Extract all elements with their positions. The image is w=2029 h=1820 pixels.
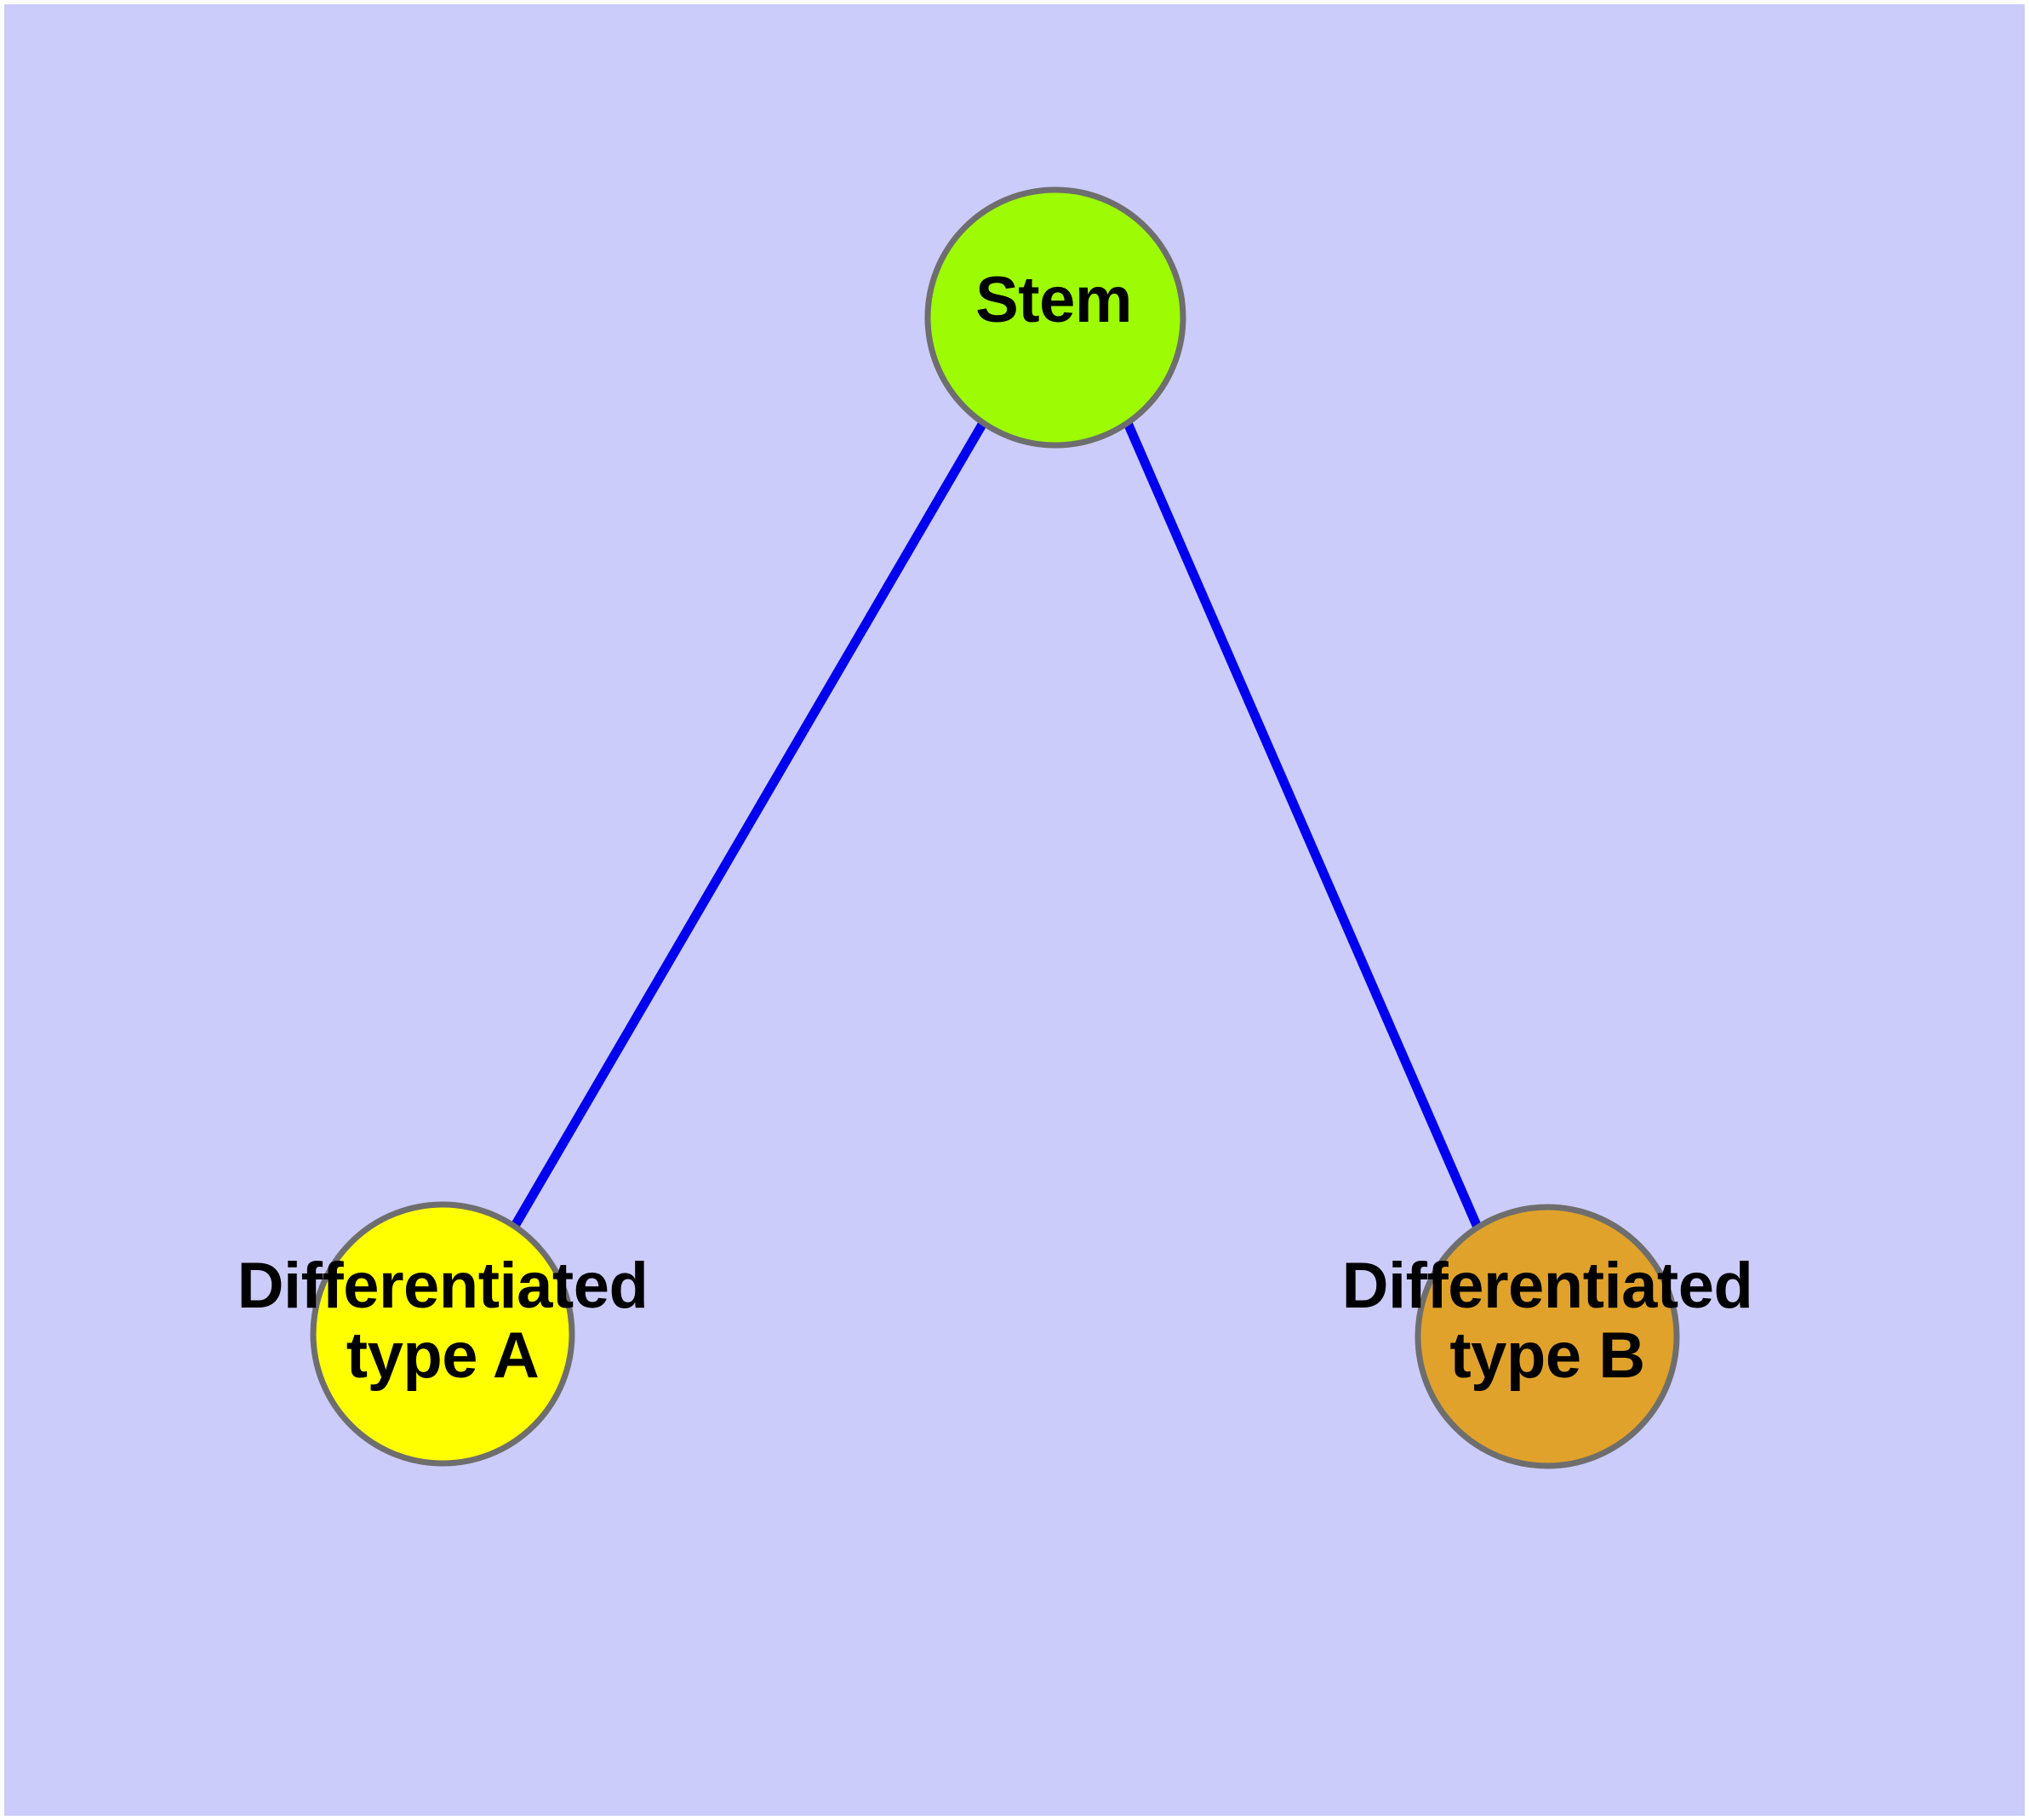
node-label-stem: Stem <box>798 264 1309 336</box>
node-label-differentiated-type-a: Differentiated type A <box>187 1251 698 1391</box>
node-label-diff-b-line-1: Differentiated <box>1341 1250 1753 1322</box>
node-label-stem-line-1: Stem <box>975 264 1132 336</box>
node-label-differentiated-type-b: Differentiated type B <box>1292 1251 1803 1391</box>
node-differentiated-type-b[interactable] <box>1415 1204 1680 1469</box>
node-layer <box>310 186 1680 1469</box>
node-stem[interactable] <box>924 186 1186 449</box>
edge-stem-to-diff-b <box>1123 421 1483 1232</box>
edge-layer <box>511 421 1483 1232</box>
node-label-diff-b-line-2: type B <box>1449 1319 1645 1393</box>
edge-stem-to-diff-a <box>511 421 987 1228</box>
node-label-diff-a-line-2: type A <box>346 1319 540 1393</box>
node-differentiated-type-a[interactable] <box>310 1201 575 1467</box>
node-label-diff-a-line-1: Differentiated <box>237 1250 649 1322</box>
